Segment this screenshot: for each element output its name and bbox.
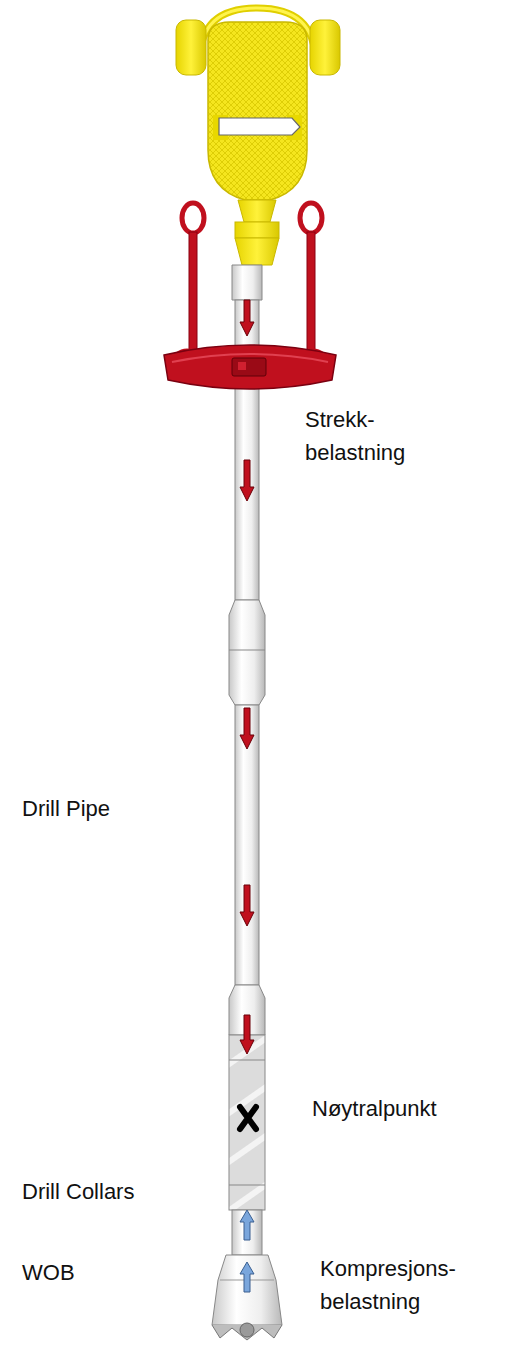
part-label: Drill Collars (22, 1175, 212, 1208)
point-label: Nøytralpunkt (312, 1092, 512, 1125)
part-label: Drill Pipe (22, 792, 202, 825)
load-label: WOB (22, 1256, 142, 1289)
load-label: Strekk- belastning (305, 403, 445, 469)
load-label: Kompresjons- belastning (320, 1252, 480, 1318)
